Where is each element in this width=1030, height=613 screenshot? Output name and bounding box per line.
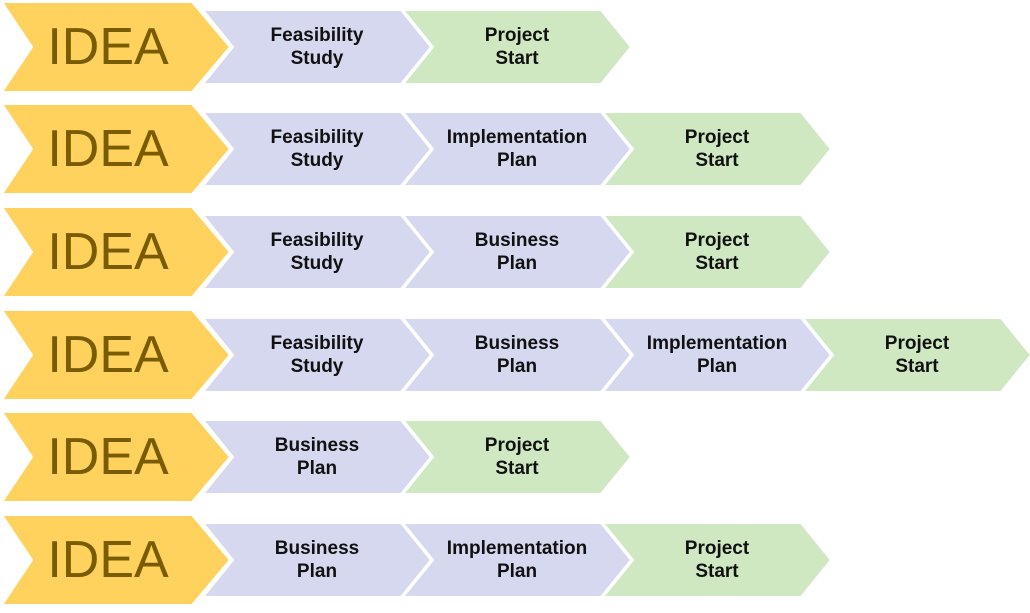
idea-chevron-fill: [0, 206, 232, 298]
implementation-plan-chevron: Implementation Plan: [600, 310, 833, 400]
business-plan-chevron: Business Plan: [200, 412, 433, 502]
idea-chevron: IDEA: [0, 309, 232, 401]
project-chevron-fill: [600, 522, 833, 598]
implementation-plan-chevron: Implementation Plan: [400, 515, 633, 605]
chevron-shape: [200, 419, 433, 495]
step-chevron-fill: [400, 522, 633, 598]
chevron-shape: [200, 522, 433, 598]
chevron-shape: [200, 9, 433, 85]
project-chevron-fill: [600, 214, 833, 290]
chevron-shape: [600, 317, 833, 393]
chevron-label: IDEA: [47, 120, 169, 178]
step-chevron-fill: [200, 214, 433, 290]
idea-chevron: IDEA: [0, 103, 232, 195]
project-start-chevron: Project Start: [600, 104, 833, 194]
project-start-chevron: Project Start: [600, 207, 833, 297]
project-chevron-fill: [600, 111, 833, 187]
chevron-shape: [800, 317, 1030, 393]
chevron-shape: [400, 522, 633, 598]
idea-chevron: IDEA: [0, 514, 232, 606]
chevron-label: Project Start: [684, 127, 750, 171]
chevron-label: Implementation Plan: [646, 333, 788, 377]
step-chevron-fill: [600, 317, 833, 393]
feasibility-study-chevron: Feasibility Study: [200, 104, 433, 194]
chevron-shape: [0, 0, 232, 93]
chevron-shape: [400, 9, 633, 85]
feasibility-study-chevron: Feasibility Study: [200, 310, 433, 400]
chevron-label: Project Start: [684, 538, 750, 582]
chevron-label: Project Start: [884, 333, 950, 377]
chevron-label: Business Plan: [274, 435, 360, 479]
chevron-shape: [0, 411, 232, 503]
step-chevron-fill: [200, 111, 433, 187]
chevron-label: IDEA: [47, 18, 169, 76]
chevron-shape: [600, 214, 833, 290]
process-row: IDEA Feasibility Study Business Plan Implem…: [0, 309, 1030, 401]
idea-chevron: IDEA: [0, 411, 232, 503]
idea-chevron-fill: [0, 411, 232, 503]
process-row: IDEA Business Plan Implementation Plan Proj…: [0, 514, 1030, 606]
chevron-label: Feasibility Study: [270, 333, 364, 377]
chevron-shape: [600, 522, 833, 598]
project-chevron-fill: [800, 317, 1030, 393]
step-chevron-fill: [200, 9, 433, 85]
project-chevron-fill: [400, 9, 633, 85]
chevron-label: Project Start: [484, 25, 550, 69]
chevron-shape: [0, 309, 232, 401]
feasibility-study-chevron: Feasibility Study: [200, 2, 433, 92]
chevron-label: Business Plan: [274, 538, 360, 582]
chevron-shape: [400, 419, 633, 495]
process-row: IDEA Feasibility Study Business Plan Projec…: [0, 206, 1030, 298]
chevron-shape: [200, 214, 433, 290]
chevron-label: IDEA: [47, 531, 169, 589]
chevron-label: IDEA: [47, 428, 169, 486]
chevron-shape: [400, 111, 633, 187]
idea-chevron-fill: [0, 103, 232, 195]
chevron-shape: [400, 317, 633, 393]
chevron-shape: [200, 317, 433, 393]
chevron-shape: [0, 206, 232, 298]
project-start-chevron: Project Start: [400, 2, 633, 92]
idea-chevron-fill: [0, 0, 232, 93]
project-start-chevron: Project Start: [800, 310, 1030, 400]
project-start-chevron: Project Start: [600, 515, 833, 605]
step-chevron-fill: [400, 214, 633, 290]
process-row: IDEA Business Plan Project Start: [0, 411, 1030, 503]
chevron-label: Feasibility Study: [270, 25, 364, 69]
chevron-label: Business Plan: [474, 230, 560, 274]
business-plan-chevron: Business Plan: [200, 515, 433, 605]
step-chevron-fill: [200, 317, 433, 393]
chevron-label: IDEA: [47, 326, 169, 384]
chevron-label: Implementation Plan: [446, 127, 588, 171]
step-chevron-fill: [200, 522, 433, 598]
process-row: IDEA Feasibility Study Project Start: [0, 0, 1030, 93]
chevron-shape: [200, 111, 433, 187]
idea-chevron: IDEA: [0, 0, 232, 93]
project-start-chevron: Project Start: [400, 412, 633, 502]
chevron-label: Business Plan: [474, 333, 560, 377]
idea-chevron-fill: [0, 309, 232, 401]
chevron-shape: [0, 514, 232, 606]
idea-chevron-fill: [0, 514, 232, 606]
chevron-shape: [400, 214, 633, 290]
idea-chevron: IDEA: [0, 206, 232, 298]
process-row: IDEA Feasibility Study Implementation Plan…: [0, 103, 1030, 195]
business-plan-chevron: Business Plan: [400, 310, 633, 400]
project-chevron-fill: [400, 419, 633, 495]
chevron-label: Feasibility Study: [270, 127, 364, 171]
chevron-label: Implementation Plan: [446, 538, 588, 582]
chevron-shape: [600, 111, 833, 187]
step-chevron-fill: [200, 419, 433, 495]
chevron-label: Project Start: [484, 435, 550, 479]
chevron-label: IDEA: [47, 223, 169, 281]
step-chevron-fill: [400, 317, 633, 393]
chevron-label: Project Start: [684, 230, 750, 274]
business-plan-chevron: Business Plan: [400, 207, 633, 297]
feasibility-study-chevron: Feasibility Study: [200, 207, 433, 297]
chevron-shape: [0, 103, 232, 195]
implementation-plan-chevron: Implementation Plan: [400, 104, 633, 194]
step-chevron-fill: [400, 111, 633, 187]
chevron-label: Feasibility Study: [270, 230, 364, 274]
